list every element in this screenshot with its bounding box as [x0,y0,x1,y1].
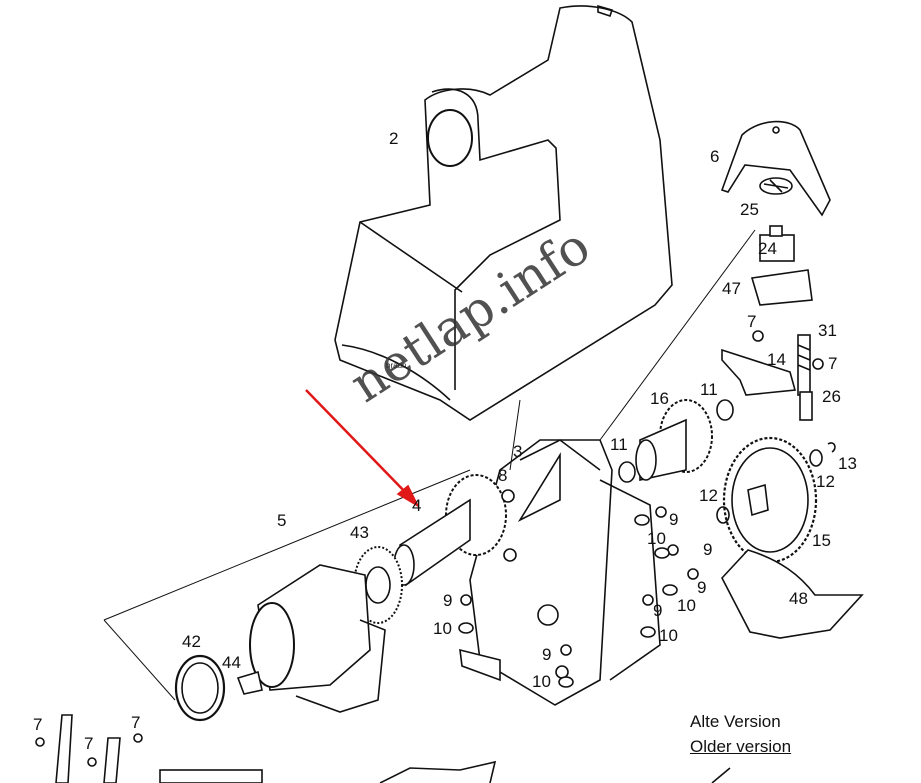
label-part-10c: 10 [659,626,678,645]
label-part-9f: 9 [542,645,552,664]
label-part-4: 4 [412,496,422,515]
label-part-7a: 7 [747,312,757,331]
screws-part-9 [460,506,699,656]
label-part-13: 13 [838,454,857,473]
label-part-2: 2 [389,129,399,148]
label-part-44: 44 [222,653,241,672]
label-part-24: 24 [758,239,777,258]
ring-part-42 [174,654,226,722]
label-part-12b: 12 [699,486,718,505]
label-part-42: 42 [182,632,201,651]
label-part-8: 8 [498,466,508,485]
label-part-26: 26 [822,387,841,406]
label-part-7b: 7 [828,354,838,373]
lever-part-14 [721,330,797,396]
label-part-11a: 11 [700,380,718,399]
washers-part-10 [458,514,678,688]
label-part-25: 25 [740,200,759,219]
red-arrow [305,389,420,509]
label-part-43: 43 [350,523,369,542]
version-label-german: Alte Version [690,712,781,731]
label-part-11b: 11 [610,435,628,454]
label-part-9e: 9 [443,591,453,610]
label-part-3: 3 [513,442,523,461]
label-part-31: 31 [818,321,837,340]
label-part-9d: 9 [653,601,663,620]
plate-part-48 [721,549,864,639]
label-part-48: 48 [789,589,808,608]
label-part-16: 16 [650,389,669,408]
label-part-9c: 9 [697,578,707,597]
label-part-5: 5 [277,511,287,530]
clip-part-44 [236,670,263,695]
label-part-15: 15 [812,531,831,550]
label-part-6: 6 [710,147,720,166]
label-part-10b: 10 [677,596,696,615]
label-part-10a: 10 [647,529,666,548]
washer-part-8 [501,489,515,503]
washer-part-11 [716,399,734,421]
shaft-part-31 [797,334,811,396]
version-label-english: Older version [690,737,792,756]
gear-part-16 [635,399,713,481]
label-part-7e: 7 [84,734,94,753]
bottom-brackets [35,714,731,783]
label-part-7d: 7 [131,713,141,732]
label-part-12a: 12 [816,472,835,491]
label-part-7c: 7 [33,715,43,734]
label-part-10e: 10 [532,672,551,691]
motor-housing [249,564,386,713]
washer-part-11b [618,461,636,483]
label-part-9a: 9 [669,510,679,529]
guard-part-6 [720,120,831,217]
label-part-10d: 10 [433,619,452,638]
label-part-9b: 9 [703,540,713,559]
washer-part-12 [716,506,730,524]
label-part-14: 14 [767,350,786,369]
housing-logo: braun [386,361,406,370]
spring-part-26 [799,358,824,421]
clip-part-13 [827,442,836,453]
bracket-part-47 [750,269,813,306]
disc-part-25 [759,177,793,195]
label-part-47: 47 [722,279,741,298]
gear-part-15 [722,436,818,564]
switch-part-24 [759,225,795,262]
cover-housing-part-2: braun [334,4,673,421]
clip-part-12 [809,449,823,467]
